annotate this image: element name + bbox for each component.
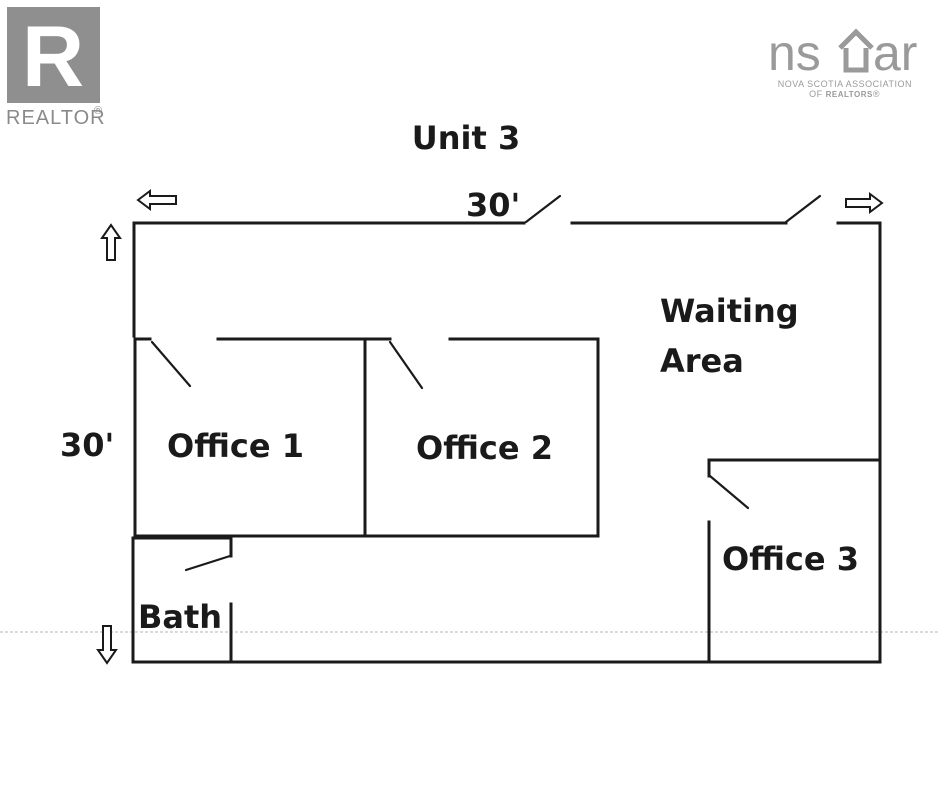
realtor-logo-mark: R [22, 9, 84, 105]
bath-walls [131, 536, 233, 664]
right-wall [836, 221, 882, 664]
nsar-tagline-line1: NOVA SCOTIA ASSOCIATION [778, 79, 912, 89]
nsar-tagline-line2: OF REALTORS® [809, 89, 880, 99]
realtor-logo-square [7, 7, 100, 103]
waiting-area-label-line1: Waiting [660, 292, 799, 330]
nsar-tagline-suffix: ® [873, 89, 880, 99]
width-dimension-label: 30' [466, 186, 520, 224]
office-block-walls [133, 337, 600, 538]
office2-label: Office 2 [416, 429, 553, 467]
outer-walls [131, 221, 882, 664]
office1-door [150, 340, 192, 388]
office1-label: Office 1 [167, 427, 304, 465]
nsar-logo: ns ar NOVA SCOTIA ASSOCIATION OF REALTOR… [768, 25, 917, 99]
arrow-right-icon [845, 192, 884, 214]
entry-door-right [784, 194, 822, 224]
realtor-wordmark: REALTOR [6, 107, 106, 129]
office3-door [708, 474, 750, 510]
top-wall-left [132, 221, 526, 338]
door-swings [150, 194, 822, 572]
arrow-down-icon [96, 625, 118, 665]
office3-label: Office 3 [722, 540, 859, 578]
realtor-logo: R REALTOR ® [6, 7, 106, 129]
depth-dimension-label: 30' [60, 426, 114, 464]
house-icon [838, 28, 874, 73]
nsar-logo-mark-right: ar [873, 25, 917, 81]
bath-label: Bath [138, 598, 222, 636]
nsar-tagline-prefix: OF [809, 89, 826, 99]
entry-door-left [524, 194, 562, 224]
bath-door [184, 554, 232, 572]
realtor-registered-mark: ® [94, 105, 102, 117]
dimension-arrows [96, 189, 884, 665]
office2-door [388, 340, 424, 390]
arrow-up-icon [100, 223, 122, 261]
nsar-tagline-bold: REALTORS [826, 90, 873, 99]
office3-walls [707, 458, 882, 664]
waiting-area-label-line2: Area [660, 342, 744, 380]
arrow-left-icon [136, 189, 177, 211]
plan-title: Unit 3 [412, 119, 520, 157]
nsar-logo-mark-left: ns [768, 25, 821, 81]
